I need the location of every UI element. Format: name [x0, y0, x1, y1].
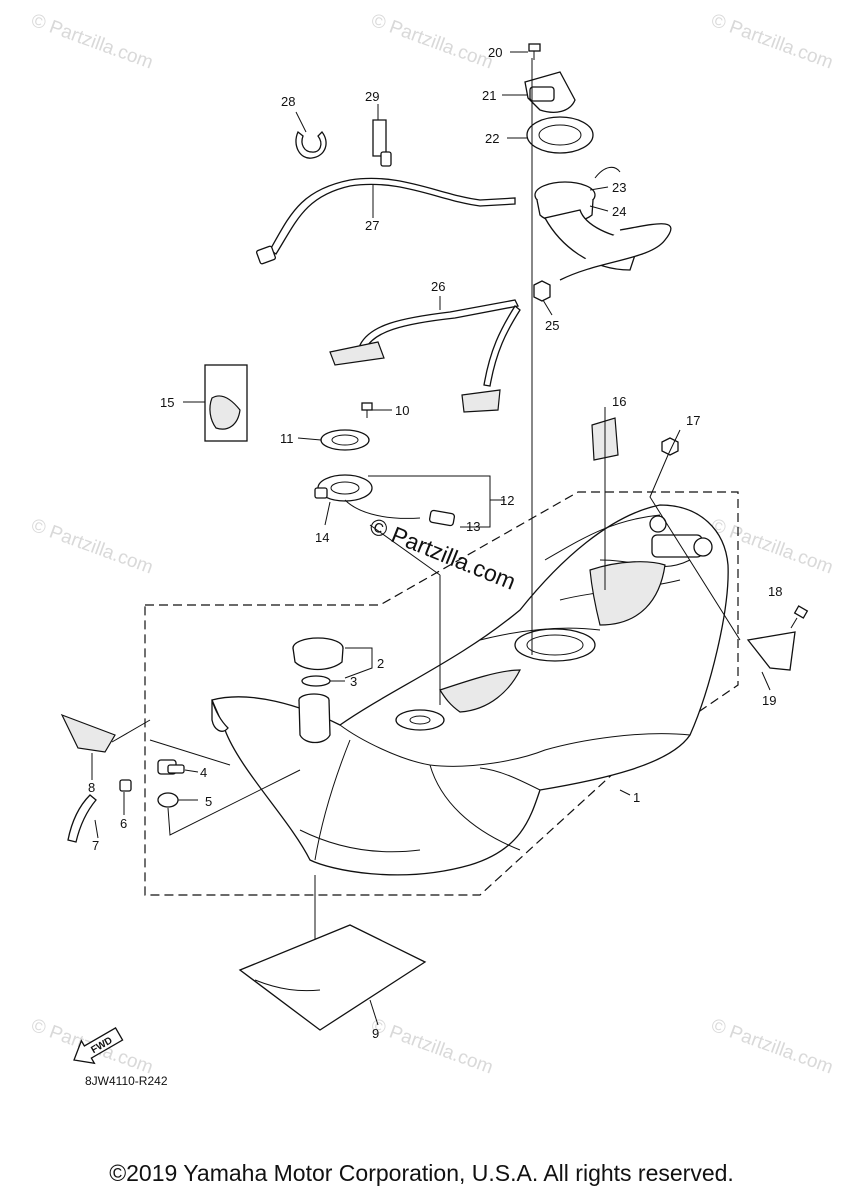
callout-24: 24 [612, 204, 626, 219]
gasket-11 [320, 429, 370, 451]
routing-detail-card [204, 364, 248, 442]
callout-23: 23 [612, 180, 626, 195]
callout-14: 14 [315, 530, 329, 545]
callout-13: 13 [466, 519, 480, 534]
watermark-mid-left: © Partzilla.com [28, 515, 155, 579]
callout-28: 28 [281, 94, 295, 109]
callout-29: 29 [365, 89, 379, 104]
callout-19: 19 [762, 693, 776, 708]
callout-labels: 1 2 3 4 5 6 7 8 9 10 11 12 13 14 15 16 1… [88, 45, 782, 1041]
callout-17: 17 [686, 413, 700, 428]
callout-11: 11 [280, 431, 294, 446]
callout-18: 18 [768, 584, 782, 599]
bolt-18 [790, 605, 809, 629]
bolt-10 [361, 402, 373, 418]
cap-o-ring [301, 675, 331, 687]
nut-17 [661, 437, 679, 456]
watermark-top-left: © Partzilla.com [28, 10, 155, 74]
callout-9: 9 [372, 1026, 379, 1041]
callout-15: 15 [160, 395, 174, 410]
watermark-top-center: © Partzilla.com [368, 10, 495, 74]
watermark-bottom-center: © Partzilla.com [368, 1015, 495, 1079]
filler-cap [292, 637, 344, 671]
wire-harness [256, 177, 516, 265]
tank-assembly-boundary [144, 491, 739, 896]
owner-label-sheet [238, 924, 427, 1031]
hose-clamp-28 [295, 130, 327, 159]
callout-8: 8 [88, 780, 95, 795]
callout-2: 2 [377, 656, 384, 671]
grommet [157, 792, 179, 808]
watermark-top-right: © Partzilla.com [708, 10, 835, 74]
nut-25 [533, 280, 551, 302]
callout-3: 3 [350, 674, 357, 689]
callout-16: 16 [612, 394, 626, 409]
callout-4: 4 [200, 765, 207, 780]
copyright-notice: ©2019 Yamaha Motor Corporation, U.S.A. A… [109, 1160, 734, 1186]
mounting-bracket [746, 631, 796, 671]
screw-20 [528, 43, 541, 60]
callout-10: 10 [395, 403, 409, 418]
diagram-code: 8JW4110-R242 [85, 1074, 168, 1088]
fuel-tank [211, 504, 729, 876]
callout-21: 21 [482, 88, 496, 103]
callout-20: 20 [488, 45, 502, 60]
hose-clamp-small [119, 779, 132, 792]
callout-12: 12 [500, 493, 514, 508]
callout-7: 7 [92, 838, 99, 853]
watermark-bottom-right: © Partzilla.com [708, 1015, 835, 1079]
callout-27: 27 [365, 218, 379, 233]
filler-neck [298, 693, 331, 744]
callout-6: 6 [120, 816, 127, 831]
pump-cover [524, 71, 576, 113]
drain-fitting [157, 759, 185, 775]
callout-5: 5 [205, 794, 212, 809]
fuel-return-hose [559, 223, 672, 281]
cable-band [372, 119, 392, 167]
pump-gasket [526, 116, 594, 154]
breather-hose [67, 794, 97, 843]
warning-label [60, 713, 116, 753]
vent-hose-assembly [329, 299, 521, 413]
callout-25: 25 [545, 318, 559, 333]
callout-1: 1 [633, 790, 640, 805]
callout-26: 26 [431, 279, 445, 294]
leader-lines [91, 51, 771, 1026]
callout-22: 22 [485, 131, 499, 146]
fuel-sender-unit [314, 474, 421, 519]
sender-connector [428, 509, 456, 527]
